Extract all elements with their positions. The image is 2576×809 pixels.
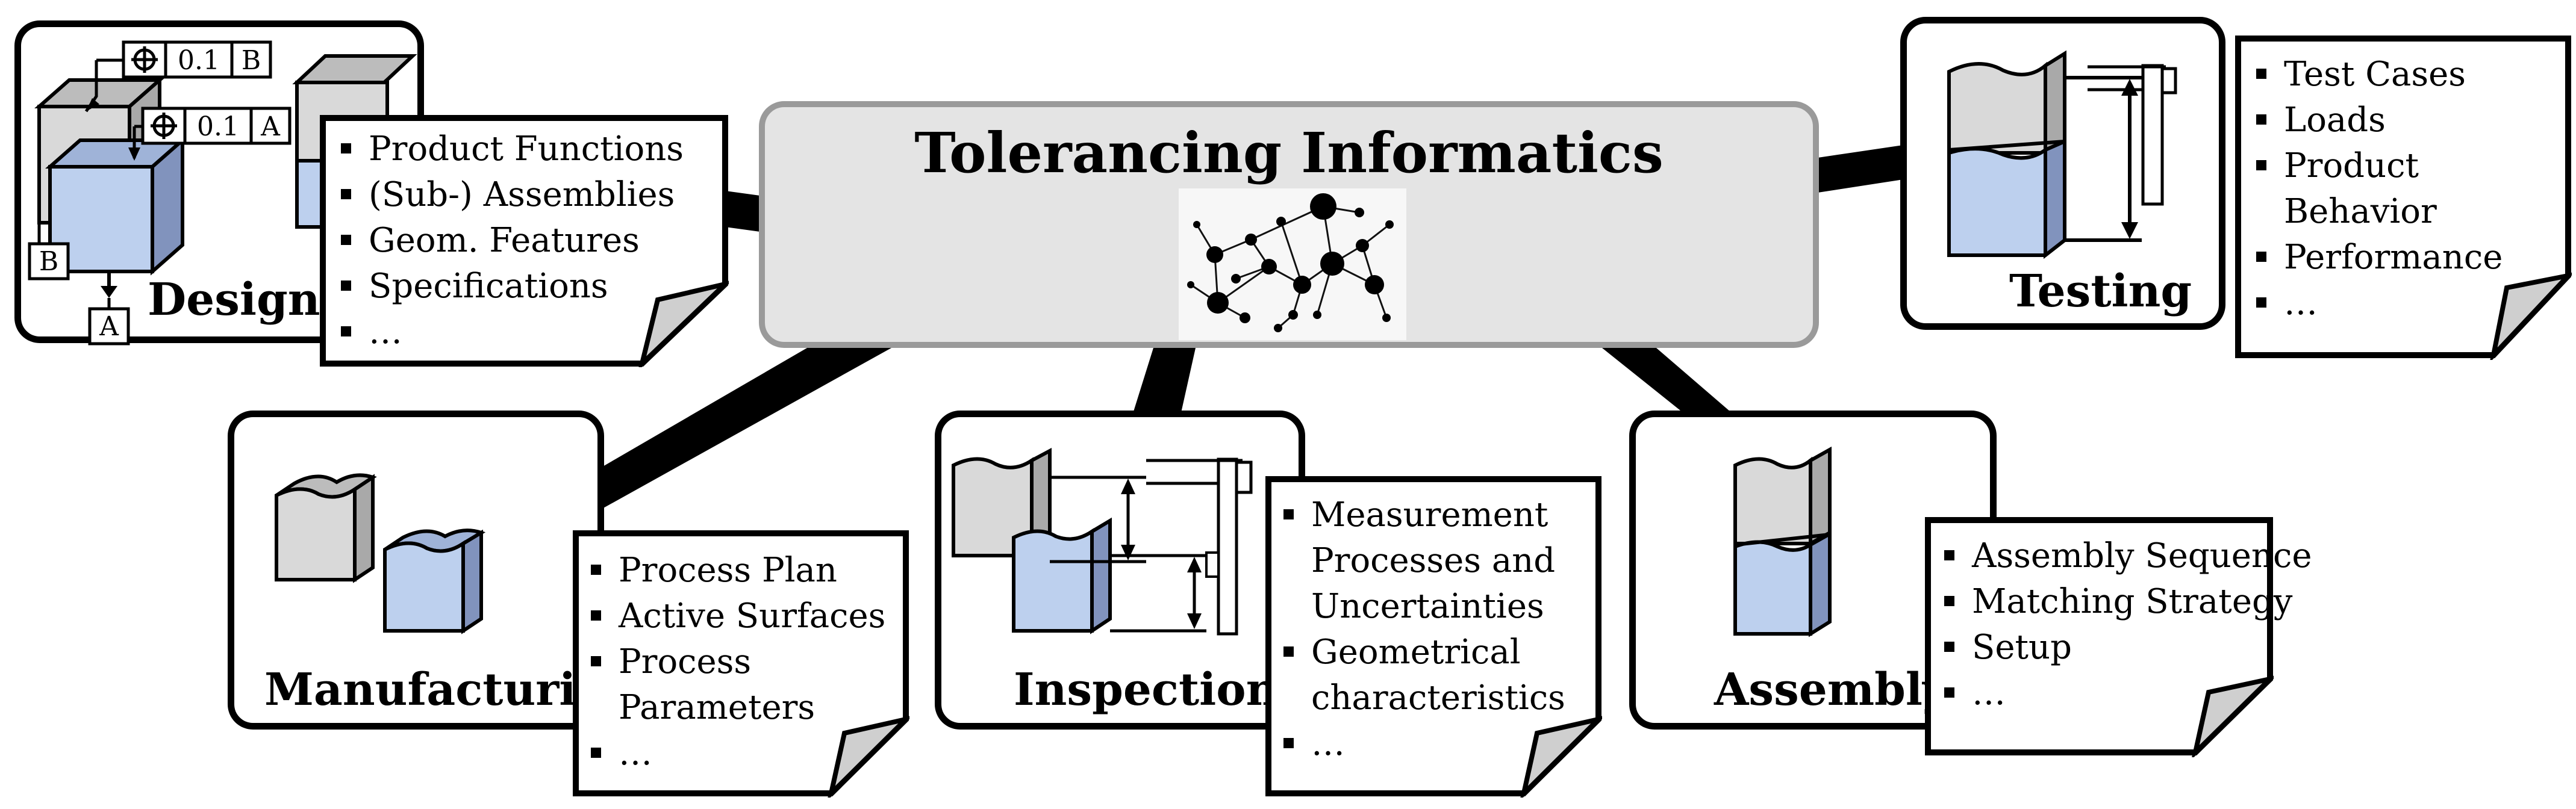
list-item: Test Cases bbox=[2253, 52, 2503, 98]
inspection-note bbox=[1265, 476, 1602, 798]
manufacturing-list: Process Plan Active Surfaces Process Par… bbox=[587, 548, 885, 776]
list-item: Product Functions bbox=[337, 126, 684, 172]
testing-note bbox=[2235, 36, 2572, 360]
hub-box: Tolerancing Informatics bbox=[759, 101, 1819, 348]
connector-assembly bbox=[1602, 348, 1735, 415]
list-item: Loads bbox=[2253, 98, 2503, 143]
design-list: Product Functions (Sub-) Assemblies Geom… bbox=[337, 126, 684, 355]
inspection-illustration bbox=[952, 448, 1253, 636]
connector-manufacturing bbox=[587, 348, 891, 509]
manufacturing-illustration bbox=[275, 473, 486, 634]
connector-inspection bbox=[1132, 348, 1196, 415]
testing-card: Testing bbox=[1900, 17, 2225, 330]
list-item: Geom. Features bbox=[337, 218, 684, 264]
network-graph-image bbox=[1179, 188, 1406, 340]
list-item: (Sub-) Assemblies bbox=[337, 172, 684, 218]
list-item: … bbox=[337, 309, 684, 355]
inspection-list: Measurement Processes and Uncertainties … bbox=[1280, 492, 1565, 767]
datum-a-label: A bbox=[99, 311, 119, 342]
list-item: Assembly Sequence bbox=[1941, 533, 2312, 579]
testing-illustration bbox=[1947, 50, 2177, 259]
list-item: Process bbox=[587, 639, 885, 685]
assembly-list: Assembly Sequence Matching Strategy Setu… bbox=[1941, 533, 2312, 716]
list-item: Geometrical bbox=[1280, 630, 1565, 675]
design-note bbox=[320, 115, 729, 367]
inspection-title: Inspection bbox=[1014, 664, 1279, 716]
inspection-card: Inspection bbox=[935, 411, 1305, 730]
hub-title: Tolerancing Informatics bbox=[914, 120, 1664, 185]
gdt-tolerance-1: 0.1 bbox=[178, 45, 220, 76]
list-item: Parameters bbox=[619, 688, 816, 727]
assembly-illustration bbox=[1733, 446, 1832, 637]
list-item: Uncertainties bbox=[1311, 587, 1544, 626]
list-item: … bbox=[2253, 281, 2503, 326]
list-item: … bbox=[1941, 671, 2312, 716]
gdt-datum-ref-1: B bbox=[242, 45, 261, 76]
list-item: Processes and bbox=[1311, 541, 1556, 580]
gdt-datum-ref-2: A bbox=[260, 111, 281, 142]
manufacturing-note bbox=[573, 530, 909, 798]
list-item: Specifications bbox=[337, 264, 684, 309]
list-item: Active Surfaces bbox=[587, 594, 885, 639]
assembly-title: Assembly bbox=[1714, 664, 1948, 716]
testing-list: Test Cases Loads Product Behavior Perfor… bbox=[2253, 52, 2503, 326]
list-item: Matching Strategy bbox=[1941, 579, 2312, 625]
list-item: Behavior bbox=[2284, 192, 2437, 231]
list-item: Measurement bbox=[1280, 492, 1565, 538]
manufacturing-card: Manufacturing bbox=[228, 411, 640, 730]
design-title: Design bbox=[148, 274, 320, 326]
testing-title: Testing bbox=[2009, 265, 2192, 317]
assembly-note bbox=[1925, 517, 2274, 757]
list-item: Product bbox=[2253, 143, 2503, 189]
gdt-tolerance-2: 0.1 bbox=[197, 111, 239, 142]
list-item: characteristics bbox=[1311, 678, 1565, 718]
list-item: … bbox=[1280, 721, 1565, 767]
datum-b-label: B bbox=[39, 246, 58, 277]
list-item: Process Plan bbox=[587, 548, 885, 594]
list-item: … bbox=[587, 731, 885, 776]
connector-testing bbox=[1818, 143, 1915, 193]
list-item: Setup bbox=[1941, 625, 2312, 671]
list-item: Performance bbox=[2253, 235, 2503, 281]
